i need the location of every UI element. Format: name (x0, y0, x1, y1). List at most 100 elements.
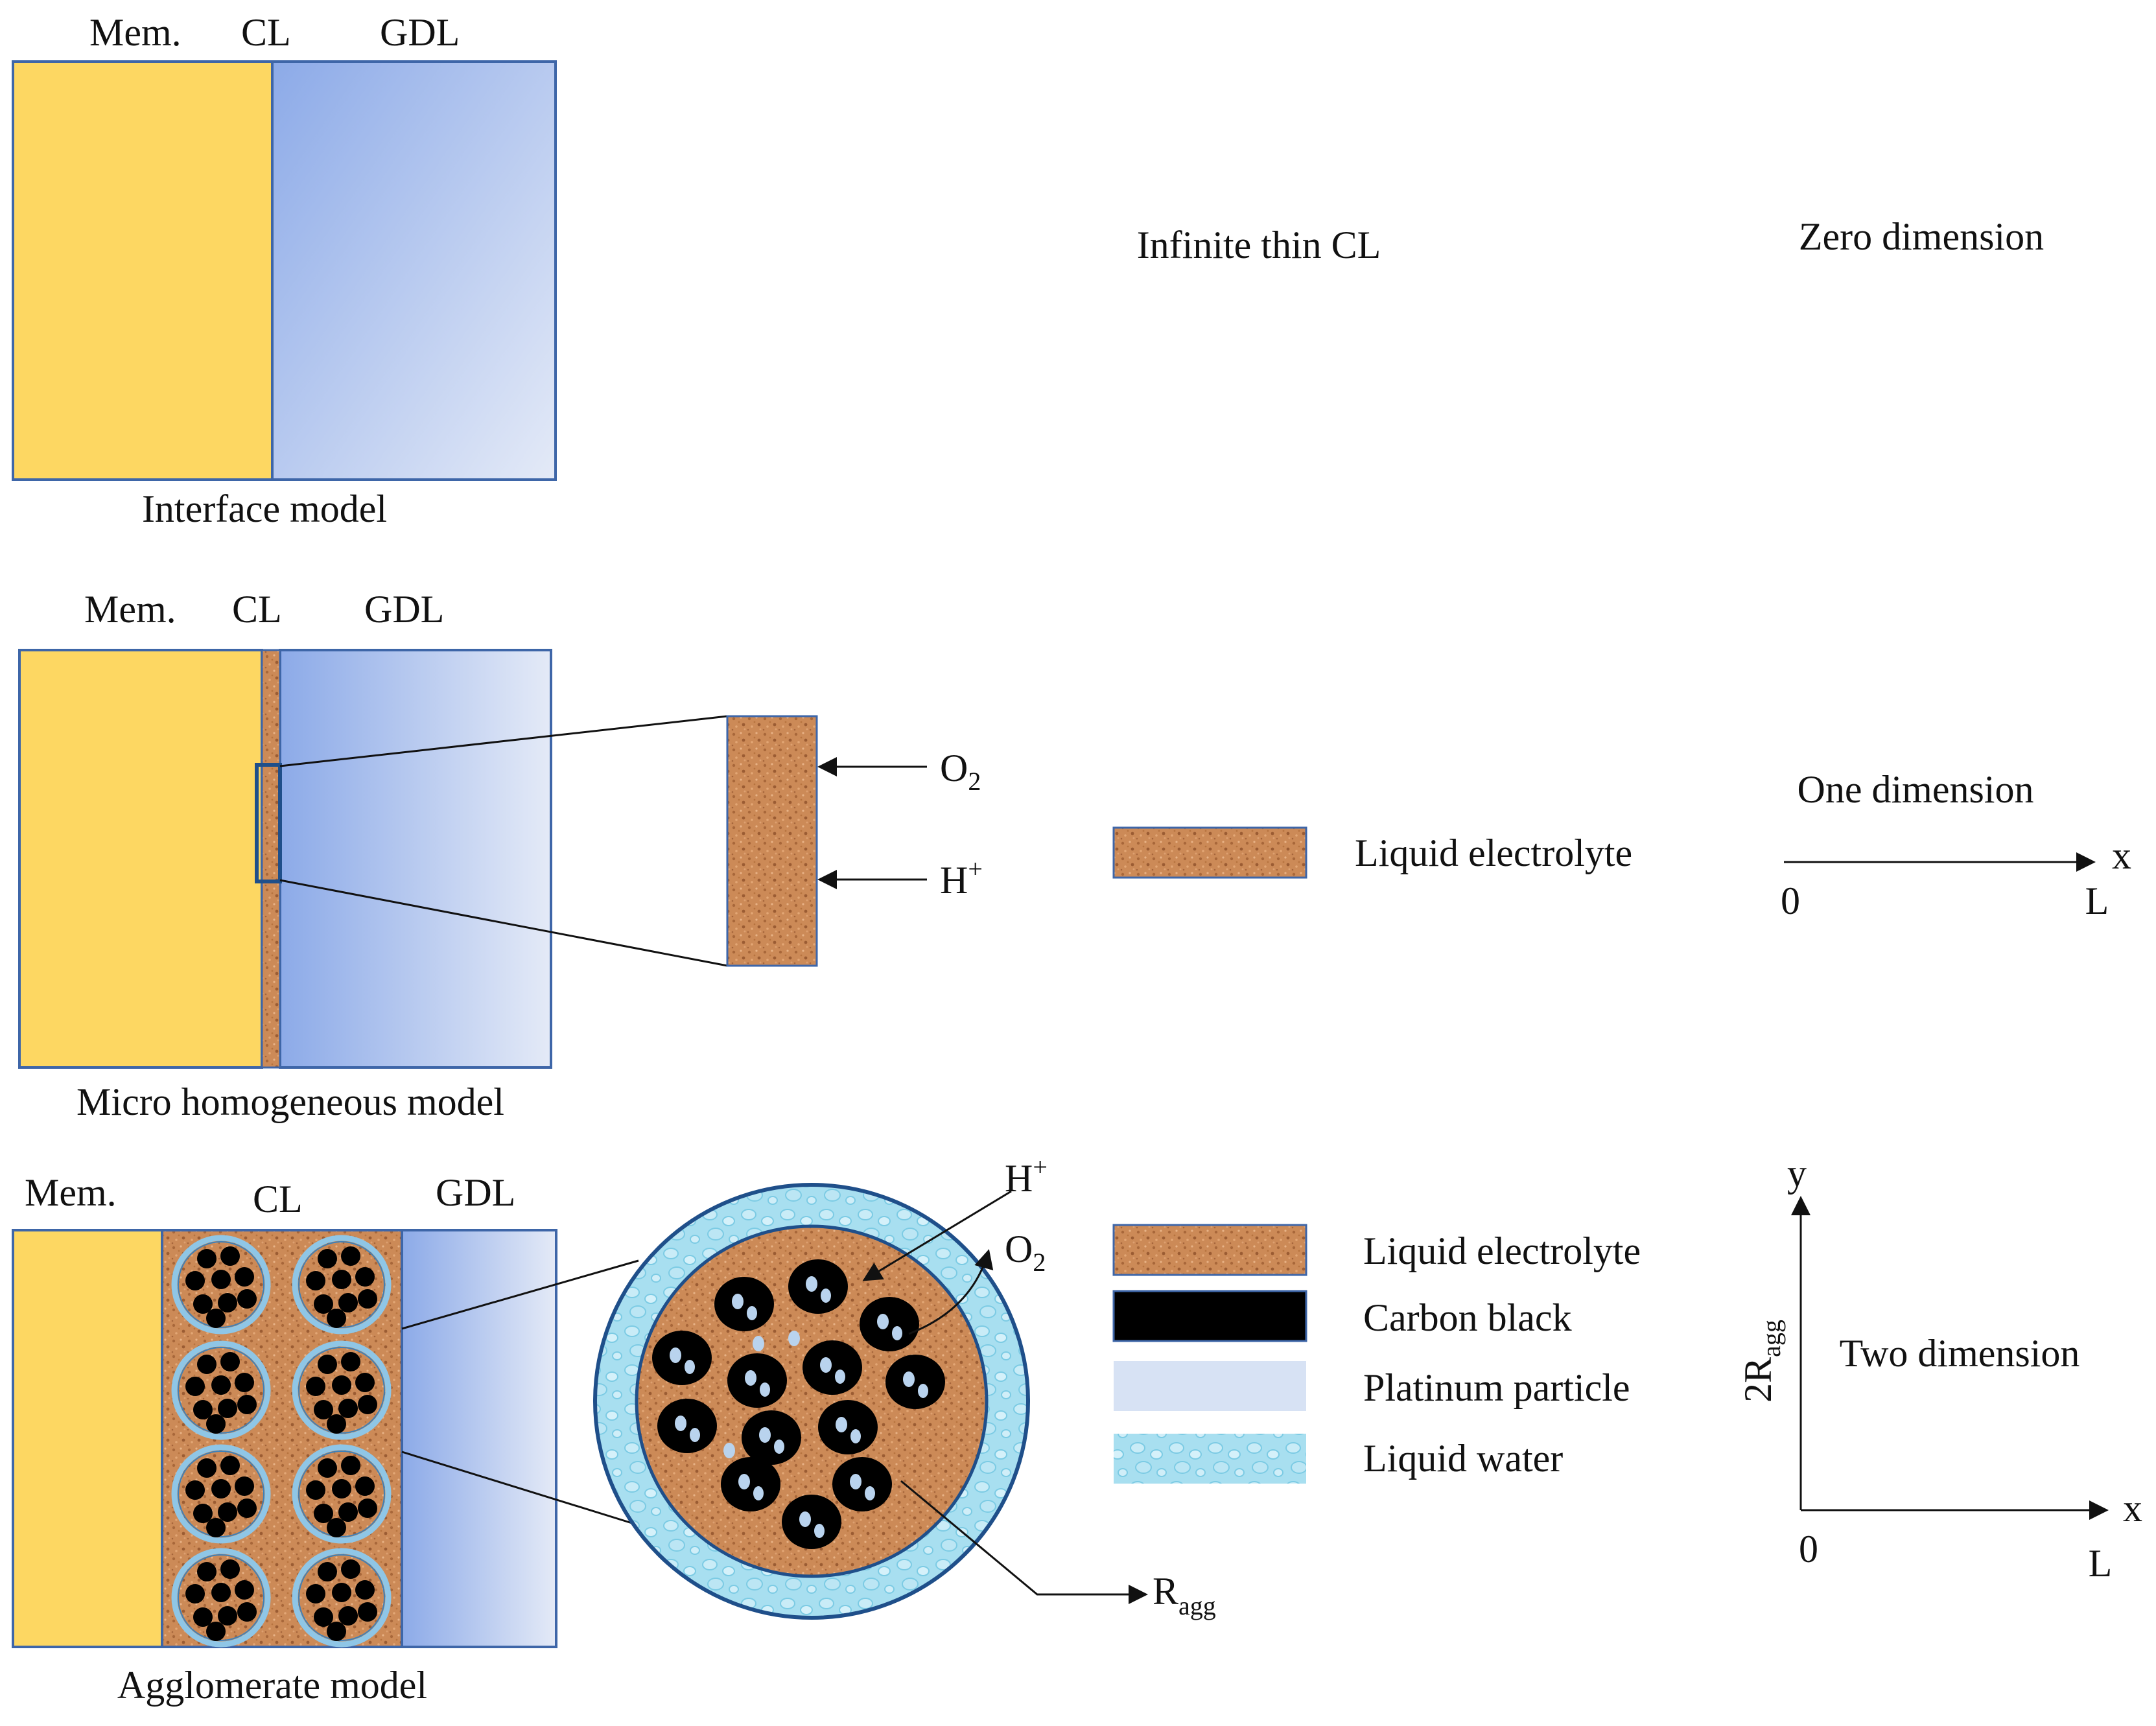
carbon-particle (197, 1249, 217, 1268)
carbon-particle (332, 1583, 351, 1602)
platinum-particle (835, 1370, 845, 1384)
carbon-particle (197, 1458, 217, 1478)
platinum-particle (918, 1384, 928, 1398)
agglomerate-model: Mem. CL GDL H+ O2 Ragg Agglomerate model… (12, 1152, 2142, 1707)
h-plus-label: H+ (1005, 1152, 1048, 1200)
carbon-particle (206, 1622, 226, 1641)
cl-zoom-view (726, 715, 818, 967)
carbon-particle (327, 1518, 346, 1537)
carbon-particle (193, 1400, 213, 1419)
carbon-particle (338, 1606, 358, 1626)
carbon-particle (218, 1606, 237, 1626)
cl-label: CL (232, 588, 282, 631)
carbon-particle (218, 1293, 237, 1312)
o2-label: O2 (940, 747, 981, 796)
platinum-particle (836, 1417, 847, 1432)
carbon-particle (727, 1353, 787, 1408)
platinum-particle (814, 1524, 825, 1538)
carbon-particle (742, 1410, 801, 1465)
axis-origin-label: 0 (1799, 1528, 1818, 1570)
two-dimension-text: Two dimension (1840, 1332, 2080, 1375)
carbon-particle (306, 1584, 325, 1604)
carbon-particle (218, 1399, 237, 1418)
carbon-particle (237, 1289, 257, 1309)
zoom-line-top (401, 1259, 639, 1330)
carbon-particle (338, 1502, 358, 1522)
catalyst-layer-strip (261, 649, 281, 1069)
platinum-particle (753, 1336, 764, 1351)
carbon-particle (788, 1259, 848, 1314)
zoom-line-bottom (279, 879, 728, 967)
carbon-particle (341, 1352, 360, 1371)
carbon-particle (193, 1607, 213, 1627)
carbon-particle (306, 1480, 325, 1500)
platinum-particle (753, 1486, 764, 1500)
legend-swatch-electrolyte (1112, 1224, 1307, 1276)
carbon-particle (314, 1504, 333, 1523)
platinum-particle (821, 1289, 831, 1303)
zoom-selection-box (255, 763, 282, 883)
cl-label: CL (253, 1178, 303, 1220)
platinum-particle (877, 1314, 889, 1329)
carbon-particle (327, 1414, 346, 1434)
platinum-particle (820, 1357, 832, 1373)
agglomerate-outline (298, 1451, 385, 1537)
carbon-particle (211, 1375, 231, 1395)
gdl-layer (401, 1229, 557, 1648)
axis-end-label: L (2085, 880, 2109, 922)
carbon-particle (341, 1456, 360, 1475)
carbon-particle (832, 1457, 892, 1511)
micro-homogeneous-model: Mem. CL GDL O2 H+ Micro homogeneous mode… (18, 588, 2131, 1123)
carbon-particle (197, 1562, 217, 1581)
one-dimension-text: One dimension (1798, 768, 2034, 811)
platinum-particle (865, 1486, 875, 1500)
platinum-particle (723, 1443, 735, 1458)
platinum-particle (760, 1382, 770, 1397)
platinum-particle (850, 1429, 861, 1443)
platinum-particle (903, 1371, 915, 1387)
infinite-thin-cl-text: Infinite thin CL (1137, 224, 1381, 266)
carbon-particle (314, 1294, 333, 1314)
axis-origin-label: 0 (1781, 880, 1800, 922)
o2-arrow (908, 1249, 994, 1335)
carbon-particle (211, 1479, 231, 1499)
platinum-particle (806, 1276, 817, 1292)
carbon-particle (211, 1270, 231, 1289)
platinum-particle (747, 1306, 757, 1320)
carbon-particle (860, 1297, 919, 1351)
carbon-particle (220, 1456, 240, 1475)
h-plus-label: H+ (940, 854, 983, 902)
carbon-particle (358, 1395, 377, 1414)
x-axis-label: x (2123, 1487, 2142, 1530)
carbon-particle (211, 1583, 231, 1602)
carbon-particle (657, 1399, 717, 1453)
legend-label-electrolyte: Liquid electrolyte (1355, 832, 1632, 874)
carbon-particle (306, 1377, 325, 1396)
carbon-particle (318, 1562, 337, 1581)
agglomerate-outline (178, 1241, 264, 1328)
agglomerate-grid (171, 1235, 392, 1648)
carbon-particle (818, 1400, 878, 1454)
carbon-particle (306, 1271, 325, 1290)
carbon-particle (193, 1294, 213, 1314)
small-agglomerate (292, 1444, 392, 1544)
platinum-particle (892, 1326, 902, 1340)
legend-swatch-platinum (1114, 1361, 1306, 1411)
gdl-label: GDL (436, 1171, 515, 1214)
y-extent-label: 2Ragg (1737, 1320, 1786, 1403)
carbon-particle (355, 1373, 375, 1392)
carbon-particle (197, 1355, 217, 1374)
platinum-particle (788, 1331, 800, 1346)
carbon-particle (358, 1289, 377, 1309)
gdl-layer (279, 649, 552, 1069)
carbon-particle (220, 1559, 240, 1579)
carbon-particle (803, 1340, 862, 1395)
carbon-particle (355, 1267, 375, 1287)
carbon-particle (237, 1602, 257, 1622)
carbon-particle (185, 1584, 205, 1604)
carbon-particle (206, 1309, 226, 1328)
legend-swatch-carbon (1112, 1290, 1307, 1342)
carbon-particle (185, 1271, 205, 1290)
carbon-particle (185, 1480, 205, 1500)
